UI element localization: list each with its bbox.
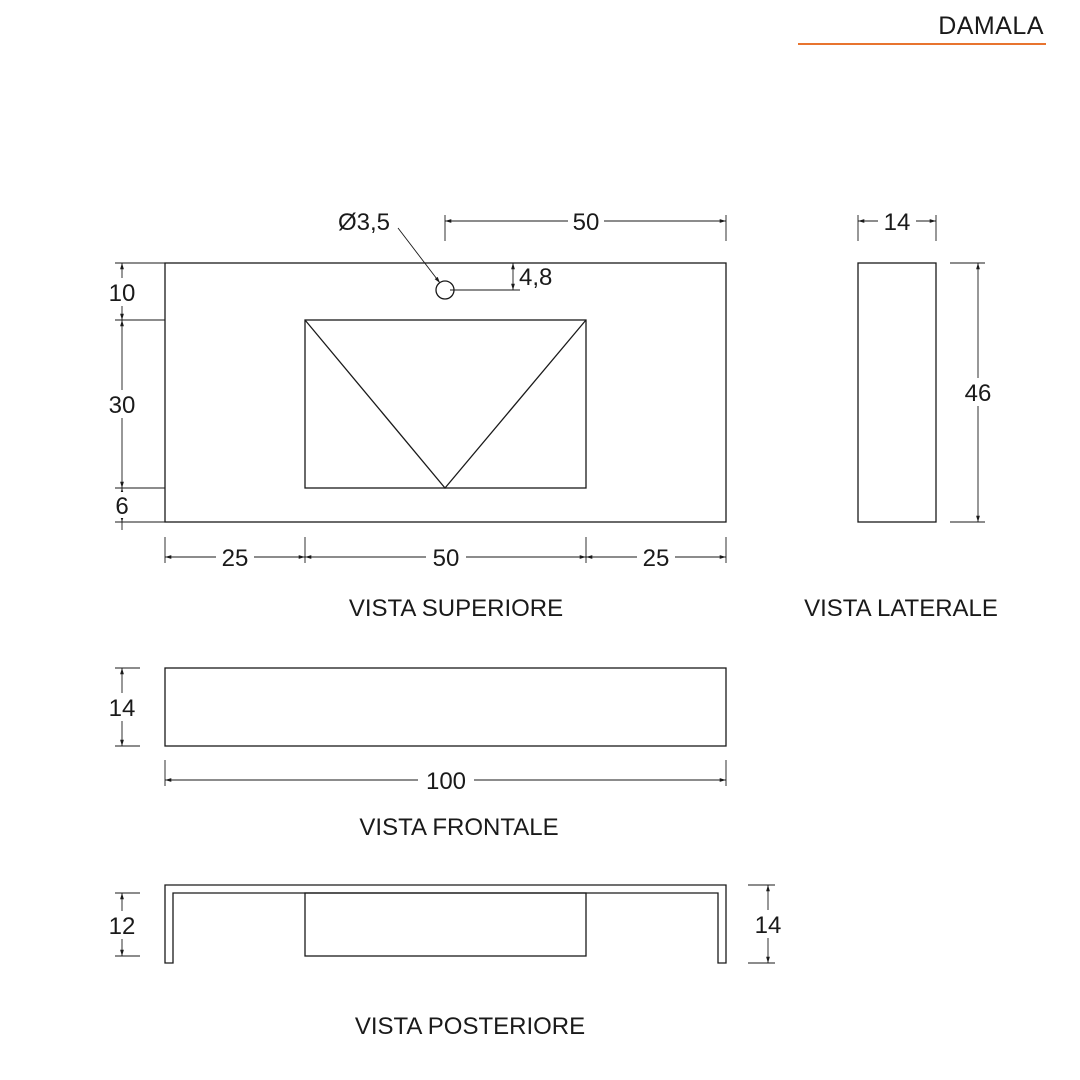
back-view-title: VISTA POSTERIORE bbox=[355, 1013, 585, 1040]
side-view: 14 46 VISTA LATERALE bbox=[804, 209, 998, 622]
left-margin-label-bg bbox=[216, 545, 254, 571]
side-depth-label: 46 bbox=[965, 380, 992, 407]
side-width-label: 14 bbox=[884, 209, 911, 236]
basin-outline bbox=[304, 319, 587, 489]
back-view-basin bbox=[304, 892, 587, 957]
front-view-title: VISTA FRONTALE bbox=[359, 814, 558, 841]
top-view-title: VISTA SUPERIORE bbox=[349, 595, 563, 622]
hole-diameter-leader bbox=[397, 227, 441, 284]
front-margin-label-bg bbox=[110, 492, 134, 518]
top-view-outline bbox=[164, 262, 727, 523]
brand-name: DAMALA bbox=[938, 12, 1044, 40]
back-inner-height-label: 12 bbox=[109, 913, 136, 940]
back-view: 12 14 VISTA POSTERIORE bbox=[104, 884, 786, 1040]
back-total-height-label-bg bbox=[750, 910, 786, 938]
hole-diameter-label: Ø3,5 bbox=[338, 209, 390, 236]
basin-depth-label-bg bbox=[104, 390, 140, 418]
front-margin-label: 6 bbox=[115, 493, 128, 520]
front-view-outline bbox=[164, 667, 727, 747]
back-total-height-label: 14 bbox=[755, 912, 782, 939]
back-margin-label: 10 bbox=[109, 280, 136, 307]
hole-offset-y-label: 4,8 bbox=[519, 264, 552, 291]
side-view-outline bbox=[857, 262, 937, 523]
front-view: 14 100 VISTA FRONTALE bbox=[104, 667, 727, 841]
basin-depth-label: 30 bbox=[109, 392, 136, 419]
back-view-outline bbox=[164, 884, 727, 964]
top-view: Ø3,5 50 4,8 10 30 6 25 bbox=[104, 209, 727, 622]
basin-width-label-bg bbox=[426, 545, 466, 571]
front-height-label: 14 bbox=[109, 695, 136, 722]
back-margin-label-bg bbox=[104, 278, 140, 306]
side-depth-label-bg bbox=[958, 378, 998, 406]
back-inner-height-label-bg bbox=[104, 911, 140, 939]
brand-underline bbox=[798, 43, 1046, 45]
basin-slope-lines bbox=[304, 319, 587, 490]
front-length-label-bg bbox=[418, 768, 474, 794]
right-margin-label-bg bbox=[637, 545, 675, 571]
front-length-label: 100 bbox=[426, 768, 466, 795]
hole-offset-x-label: 50 bbox=[573, 209, 600, 236]
side-view-title: VISTA LATERALE bbox=[804, 595, 998, 622]
basin-width-label: 50 bbox=[433, 545, 460, 572]
front-height-label-bg bbox=[104, 693, 140, 721]
right-margin-label: 25 bbox=[643, 545, 670, 572]
left-margin-label: 25 bbox=[222, 545, 249, 572]
